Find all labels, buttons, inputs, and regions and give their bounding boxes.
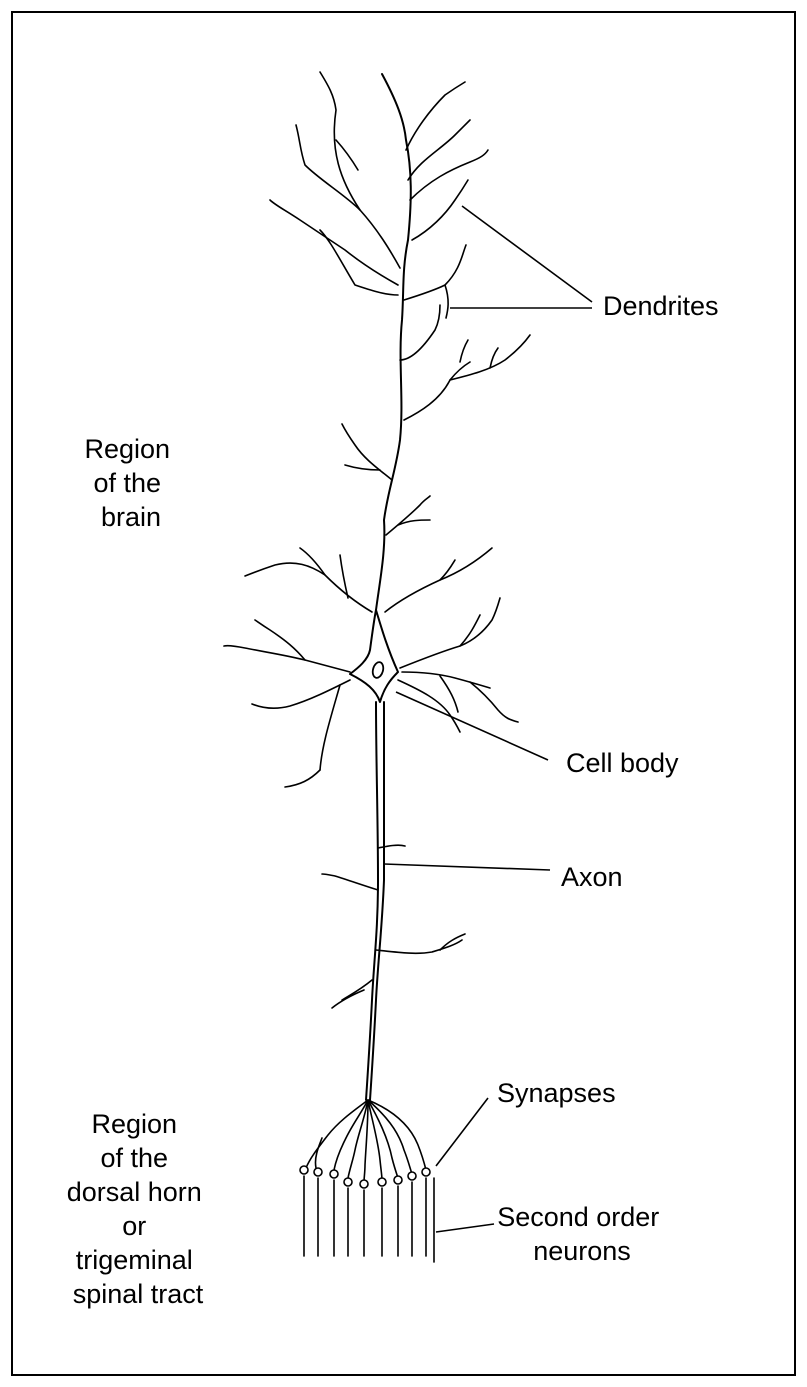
apical-dendrites xyxy=(269,71,531,611)
synaptic-bouton xyxy=(377,1177,387,1187)
second-order-neurons xyxy=(303,1175,435,1263)
nucleus xyxy=(371,661,385,679)
leader-lines xyxy=(383,205,593,1233)
synaptic-bouton xyxy=(329,1169,339,1179)
dendrites-leader-upper xyxy=(461,205,593,303)
label-dendrites: Dendrites xyxy=(603,291,719,321)
label-cell-body: Cell body xyxy=(566,748,679,778)
figure-frame xyxy=(11,11,796,1376)
label-synapses: Synapses xyxy=(497,1078,616,1108)
label-axon: Axon xyxy=(561,862,623,892)
label-second-order-neurons: Second order neurons xyxy=(497,1202,667,1266)
synaptic-bouton xyxy=(299,1165,309,1175)
basal-dendrites xyxy=(223,547,519,788)
label-region-dorsal: Region of the dorsal horn or trigeminal … xyxy=(67,1109,210,1309)
synaptic-bouton xyxy=(313,1167,323,1177)
synaptic-bouton xyxy=(343,1177,353,1187)
cell-body-leader xyxy=(395,691,549,761)
label-region-brain: Region of the brain xyxy=(84,434,177,532)
synaptic-bouton xyxy=(393,1175,403,1185)
synapses-leader xyxy=(435,1097,489,1167)
second-order-leader xyxy=(435,1223,495,1233)
synaptic-terminals xyxy=(299,1099,431,1189)
axon xyxy=(321,701,466,1101)
cell-body xyxy=(349,609,399,703)
synaptic-bouton xyxy=(421,1167,431,1177)
axon-leader xyxy=(383,863,551,871)
synaptic-bouton xyxy=(359,1179,369,1189)
synaptic-bouton xyxy=(407,1171,417,1181)
